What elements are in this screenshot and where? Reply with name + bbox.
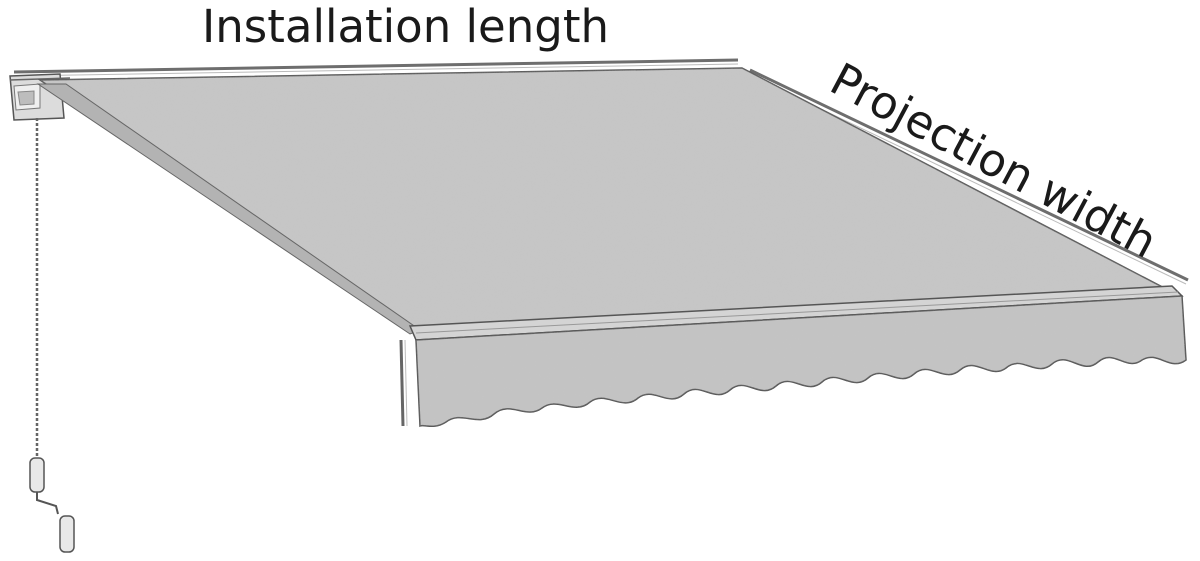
installation-length-dimension-line (13, 58, 739, 77)
installation-length-label: Installation length (202, 0, 609, 53)
valance-side-bracket (399, 339, 408, 427)
awning-canopy (36, 67, 1175, 335)
crank-handle (29, 118, 75, 553)
valance (415, 295, 1187, 428)
